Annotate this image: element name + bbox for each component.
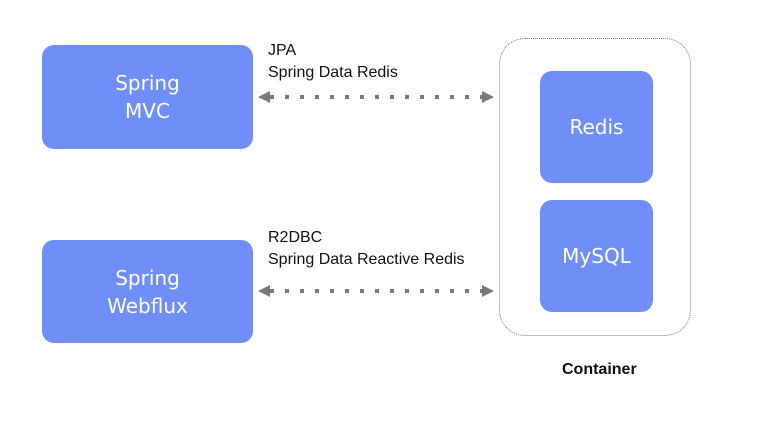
spring-webflux-line2: Webflux xyxy=(107,293,188,318)
redis-box: Redis xyxy=(540,71,653,183)
arrowhead-left-icon xyxy=(258,285,270,297)
top-connection-label: JPA Spring Data Redis xyxy=(268,40,398,84)
bottom-connection-label: R2DBC Spring Data Reactive Redis xyxy=(268,227,465,271)
spring-data-reactive-redis-label: Spring Data Reactive Redis xyxy=(268,251,465,268)
mysql-box: MySQL xyxy=(540,200,653,312)
redis-label: Redis xyxy=(569,115,624,139)
spring-mvc-box: Spring MVC xyxy=(42,45,253,149)
bottom-dotted-arrow xyxy=(258,285,494,297)
top-dotted-arrow xyxy=(258,91,494,103)
spring-webflux-box: Spring Webflux xyxy=(42,240,253,343)
spring-mvc-line1: Spring xyxy=(115,71,180,95)
r2dbc-label: R2DBC xyxy=(268,229,323,246)
spring-webflux-line1: Spring xyxy=(115,265,180,290)
spring-data-redis-label: Spring Data Redis xyxy=(268,64,398,81)
arrowhead-right-icon xyxy=(482,91,494,103)
spring-mvc-line2: MVC xyxy=(125,99,170,123)
arrowhead-right-icon xyxy=(482,285,494,297)
arrowhead-left-icon xyxy=(258,91,270,103)
mysql-label: MySQL xyxy=(562,244,631,268)
container-label: Container xyxy=(562,361,637,378)
container-outline xyxy=(499,38,691,336)
jpa-label: JPA xyxy=(268,42,297,59)
